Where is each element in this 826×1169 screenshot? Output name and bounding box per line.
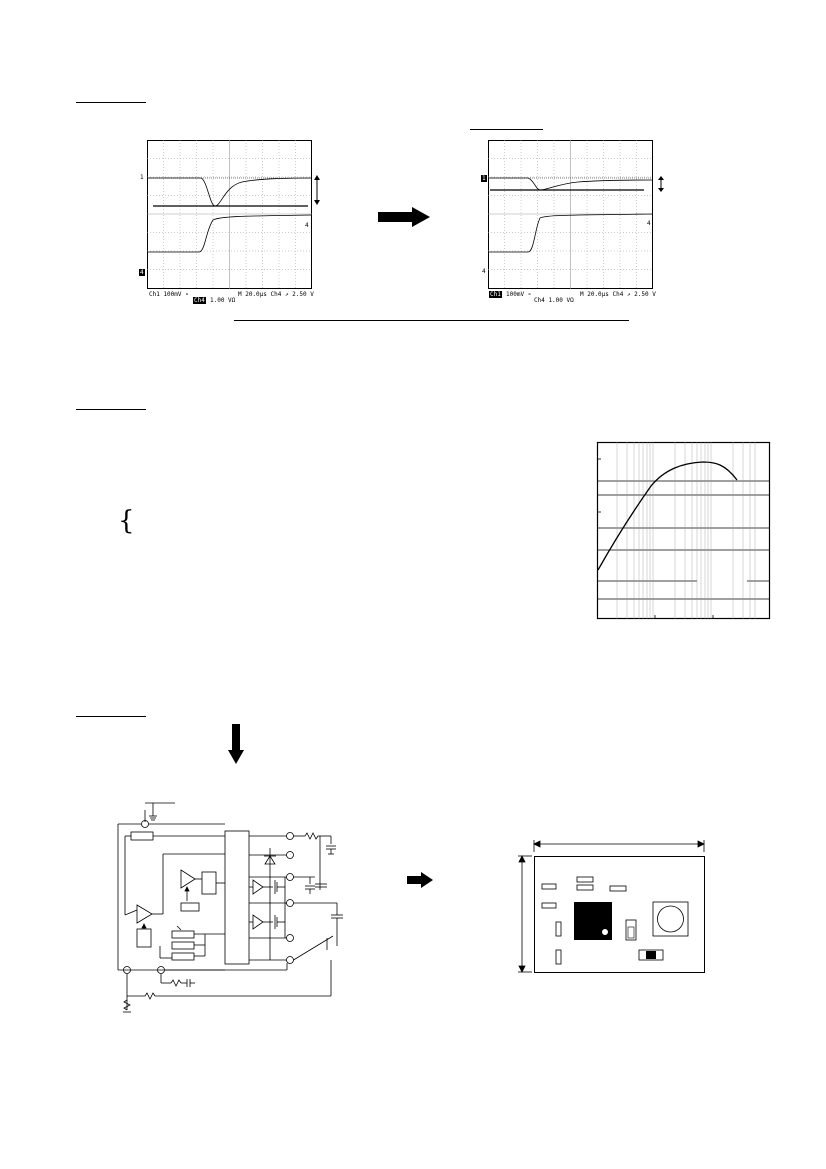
scope-right-trace-ch1 <box>488 177 654 191</box>
scope-right-display <box>488 140 654 289</box>
scope-right-ch1-tag: Ch1 <box>489 291 502 298</box>
scope-right-title-underline <box>470 129 543 130</box>
double-headed-arrow-icon <box>658 176 664 192</box>
scope-left-ch4-marker: 4 <box>139 269 145 276</box>
scope-right-ch4-end-marker: 4 <box>647 220 651 227</box>
scope-left-ch4-tag: Ch4 <box>193 297 206 304</box>
circuit-block-diagram <box>117 802 343 1013</box>
scope-right-timebase: M 20.0µs Ch4 ↗ 2.50 V <box>580 291 656 298</box>
scope-left-timebase: M 20.0µs Ch4 ↗ 2.50 V <box>238 291 314 298</box>
arrow-right-icon <box>407 872 433 888</box>
scope-right-ch4-line: Ch4 1.00 VΩ <box>534 297 574 304</box>
section-1-caption-rule <box>234 320 629 321</box>
scope-left-display <box>147 140 313 289</box>
section-1-heading-underline <box>76 102 146 103</box>
scope-right-ch1-marker: 1 <box>481 175 487 182</box>
scope-left-ch4-scale: 1.00 VΩ <box>210 297 236 304</box>
scope-left-trace-ch4 <box>147 214 313 253</box>
scope-left-trace-ch1 <box>147 177 313 207</box>
scope-right-trace-ch4 <box>488 213 654 253</box>
characteristic-graph <box>596 441 771 620</box>
scope-right-ch4-marker: 4 <box>482 268 486 275</box>
scope-left-status-ch1: Ch1 100mV ∘ <box>149 291 189 298</box>
double-headed-arrow-icon <box>314 175 320 205</box>
pcb-layout-drawing <box>518 840 705 973</box>
arrow-down-icon <box>228 724 244 764</box>
section-2-heading-underline <box>76 409 146 410</box>
scope-left-ch4-end-marker: 4 <box>305 222 309 229</box>
arrow-right-icon <box>378 207 430 227</box>
scope-right-ch1-scale: 100mV ∘ <box>506 291 532 298</box>
left-brace-symbol: { <box>118 506 135 536</box>
scope-left-ch1-marker: 1 <box>140 174 144 181</box>
characteristic-curve <box>597 461 738 571</box>
section-3-heading-underline <box>76 716 146 717</box>
